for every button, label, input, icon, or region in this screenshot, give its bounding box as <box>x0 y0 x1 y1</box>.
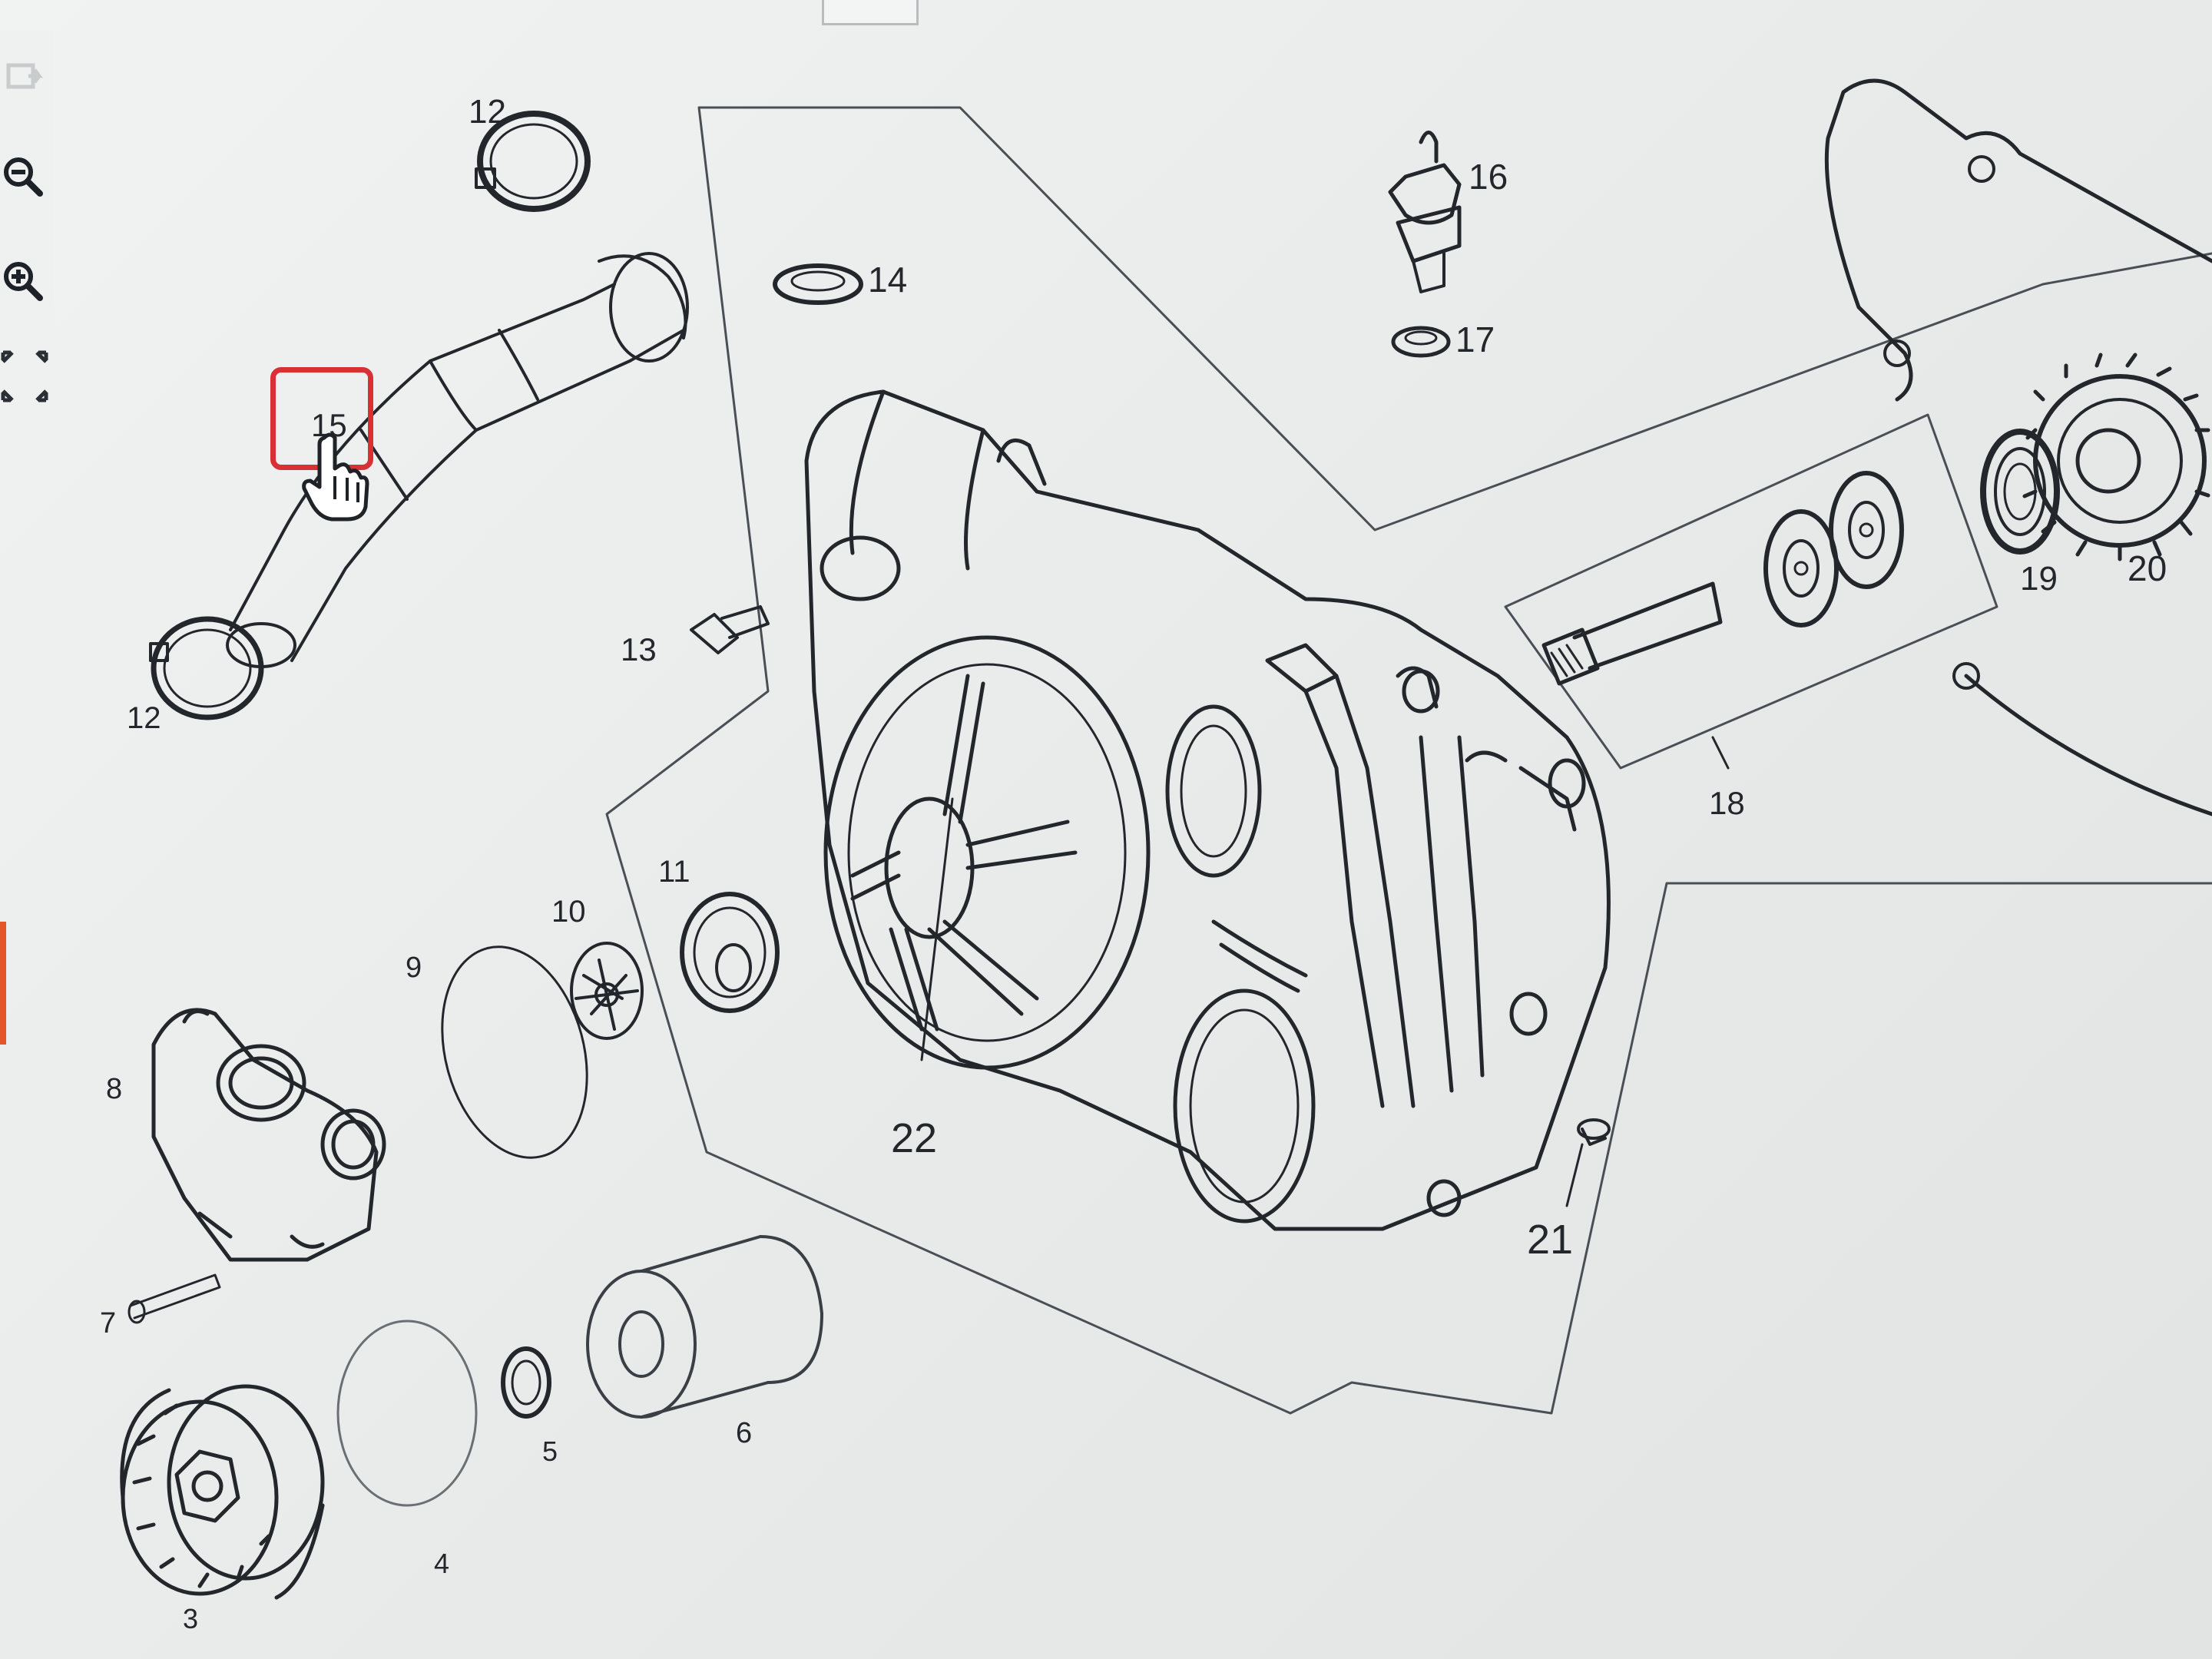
label-7: 7 <box>100 1307 116 1339</box>
fullscreen-button[interactable] <box>0 346 49 407</box>
sensor-16-part <box>1388 131 1462 293</box>
zoom-out-button[interactable] <box>0 146 49 207</box>
zoom-in-button[interactable] <box>0 250 49 312</box>
housing-8-part <box>151 1008 386 1262</box>
label-13: 13 <box>621 631 657 667</box>
cover-group-outline <box>605 106 2212 1415</box>
filter-6-part <box>586 1235 823 1419</box>
zoom-out-icon <box>4 157 43 197</box>
label-22: 22 <box>891 1115 937 1161</box>
reset-view-button[interactable] <box>0 46 49 108</box>
label-3: 3 <box>183 1603 198 1634</box>
label-12-top: 12 <box>469 93 506 131</box>
label-10: 10 <box>551 895 586 929</box>
label-12-bottom: 12 <box>127 701 161 735</box>
label-18: 18 <box>1709 785 1745 821</box>
gasket-part <box>1824 78 2212 816</box>
label-4: 4 <box>434 1548 449 1579</box>
top-frame-edge <box>822 0 919 25</box>
label-6: 6 <box>736 1417 752 1449</box>
bolt-13-part <box>690 605 770 654</box>
label-19: 19 <box>2020 560 2058 598</box>
seal-14-part <box>773 263 863 305</box>
washer-17-part <box>1391 326 1451 358</box>
label-21: 21 <box>1527 1217 1573 1263</box>
dowel-21-part <box>1577 1118 1611 1146</box>
hand-cursor-icon <box>302 432 369 522</box>
oring-9-part <box>441 945 588 1159</box>
clamp-12-bottom-part <box>149 616 264 720</box>
label-11: 11 <box>658 855 690 889</box>
leader-18 <box>1711 736 1730 770</box>
label-17: 17 <box>1455 320 1495 359</box>
leader-21 <box>1565 1143 1584 1207</box>
label-8: 8 <box>106 1073 122 1105</box>
clamp-12-top-part <box>475 111 591 212</box>
bolt-7-part <box>127 1273 221 1324</box>
seal-19-part <box>1980 429 2060 555</box>
viewer-toolbar <box>0 31 54 461</box>
fullscreen-icon <box>1 350 48 402</box>
pulley-3-part <box>120 1384 325 1600</box>
impeller-10-part <box>570 942 644 1040</box>
label-14: 14 <box>868 260 907 300</box>
oring-4-part <box>336 1320 478 1507</box>
label-20: 20 <box>2128 548 2167 588</box>
seal-11-part <box>680 892 780 1013</box>
seal-5-part <box>501 1346 551 1419</box>
leader-22 <box>920 797 954 1061</box>
reset-icon <box>6 63 43 89</box>
hose-15-part <box>226 252 689 668</box>
bearings-part <box>1541 471 1904 686</box>
zoom-in-icon <box>4 262 43 301</box>
bearing-group-outline <box>1504 413 1998 770</box>
label-5: 5 <box>542 1435 558 1467</box>
label-16: 16 <box>1469 157 1508 197</box>
accent-strip <box>0 922 6 1045</box>
cover-22-part <box>804 389 1611 1231</box>
label-9: 9 <box>406 952 422 984</box>
